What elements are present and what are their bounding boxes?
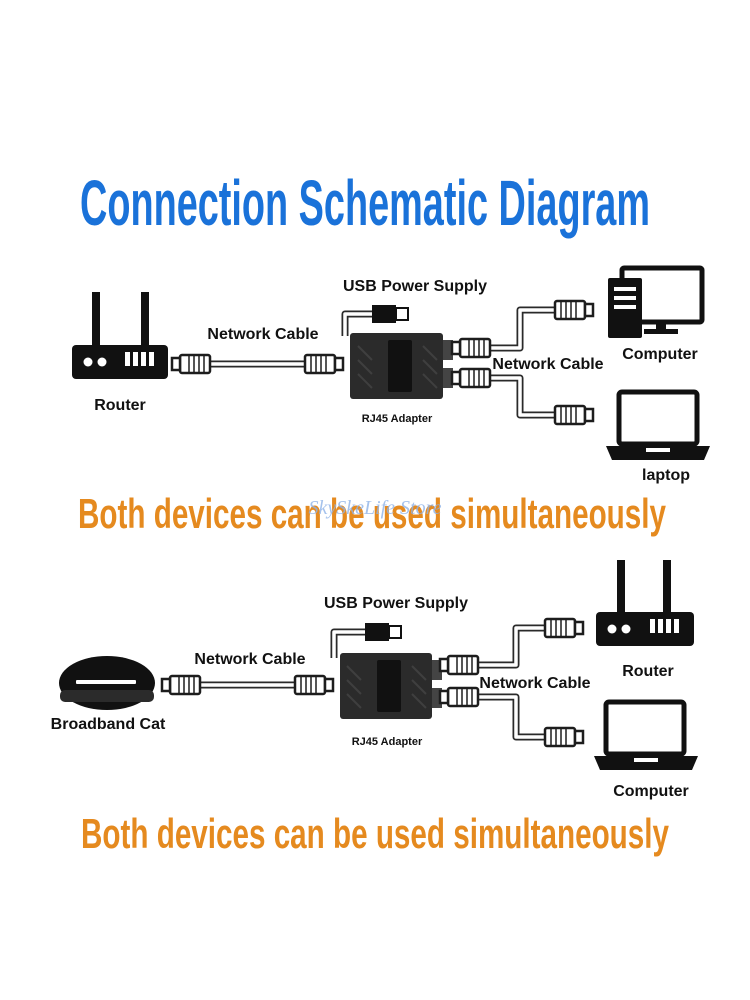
rj45-plug — [303, 353, 345, 375]
rj45-plug — [450, 367, 492, 389]
rj45-plug — [543, 726, 585, 748]
panel-2: Broadband Cat Network Cable USB Power Su… — [51, 560, 698, 857]
source-device-label: Router — [94, 397, 146, 414]
router-icon — [72, 292, 168, 379]
split-cable-label: Network Cable — [479, 675, 590, 692]
page-title: Connection Schematic Diagram — [80, 167, 650, 239]
rj45-plug — [438, 686, 480, 708]
rj45-adapter-icon — [350, 333, 453, 399]
split-cable-label: Network Cable — [492, 356, 603, 373]
rj45-plug — [293, 674, 335, 696]
rj45-plug — [438, 654, 480, 676]
store-watermark: SkySkeLife Store — [308, 497, 441, 519]
usb-plug-icon — [365, 623, 402, 641]
target-top-label: Router — [622, 663, 674, 680]
tagline: Both devices can be used simultaneously — [78, 490, 666, 537]
panel-1: Router Network Cable USB Power Supply RJ… — [72, 265, 710, 537]
usb-power-label: USB Power Supply — [324, 595, 468, 612]
target-bottom-label: laptop — [642, 467, 690, 484]
adapter-label: RJ45 Adapter — [352, 736, 423, 748]
source-device-label: Broadband Cat — [51, 716, 166, 733]
target-top-label: Computer — [622, 346, 698, 363]
router-icon — [596, 560, 694, 646]
rj45-plug — [450, 337, 492, 359]
modem-icon — [59, 656, 155, 710]
source-cable-label: Network Cable — [194, 651, 305, 668]
usb-power-label: USB Power Supply — [343, 278, 487, 295]
laptop-icon — [606, 389, 710, 460]
rj45-plug — [543, 617, 585, 639]
usb-plug-icon — [372, 305, 409, 323]
adapter-label: RJ45 Adapter — [362, 413, 433, 425]
tagline: Both devices can be used simultaneously — [81, 810, 669, 857]
rj45-plug — [170, 353, 212, 375]
desktop-computer-icon — [608, 265, 705, 338]
target-bottom-label: Computer — [613, 783, 689, 800]
rj45-plug — [553, 299, 595, 321]
rj45-adapter-icon — [340, 653, 442, 719]
rj45-plug — [553, 404, 595, 426]
laptop-icon — [594, 699, 698, 770]
source-cable-label: Network Cable — [207, 326, 318, 343]
rj45-plug — [160, 674, 202, 696]
